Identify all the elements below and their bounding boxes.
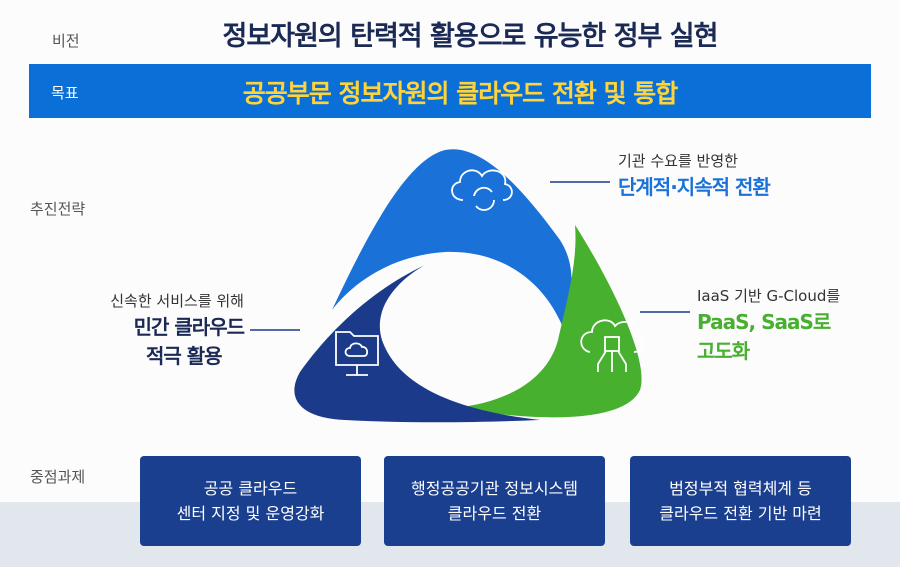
strategy-segment-navy xyxy=(294,265,540,423)
strategy-1-sub: 기관 수요를 반영한 xyxy=(618,152,738,170)
cloud-sync-icon xyxy=(451,169,513,211)
task-box-3: 범정부적 협력체계 등 클라우드 전환 기반 마련 xyxy=(630,456,851,546)
tasks-label: 중점과제 xyxy=(30,468,86,486)
strategy-label: 추진전략 xyxy=(30,200,86,218)
task-box-2: 행정공공기관 정보시스템 클라우드 전환 xyxy=(384,456,605,546)
strategy-3-main: 민간 클라우드 xyxy=(133,315,245,339)
task-3-line1: 범정부적 협력체계 등 xyxy=(669,479,812,498)
goal-label: 목표 xyxy=(51,84,79,102)
vision-label: 비전 xyxy=(52,32,80,50)
strategy-1-main: 단계적·지속적 전환 xyxy=(618,175,771,199)
folder-cloud-icon xyxy=(335,331,379,376)
strategy-callout-1: 기관 수요를 반영한 단계적·지속적 전환 xyxy=(618,150,771,200)
task-1-line1: 공공 클라우드 xyxy=(203,479,298,498)
task-3-line2: 클라우드 전환 기반 마련 xyxy=(659,504,822,523)
goal-text: 공공부문 정보자원의 클라우드 전환 및 통합 xyxy=(242,79,679,108)
task-1-line2: 센터 지정 및 운영강화 xyxy=(176,504,325,523)
strategy-3-sub: 신속한 서비스를 위해 xyxy=(110,292,244,310)
strategy-segment-blue xyxy=(332,149,572,325)
strategy-2-main: PaaS, SaaS로 xyxy=(697,310,831,334)
cloud-chip-icon xyxy=(580,319,644,372)
goal-bar: 목표 공공부문 정보자원의 클라우드 전환 및 통합 xyxy=(29,64,871,118)
strategy-2-main2: 고도화 xyxy=(697,339,750,363)
task-box-1: 공공 클라우드 센터 지정 및 운영강화 xyxy=(140,456,361,546)
strategy-3-main2: 적극 활용 xyxy=(146,344,223,368)
task-2-line2: 클라우드 전환 xyxy=(447,504,542,523)
strategy-2-sub: IaaS 기반 G-Cloud를 xyxy=(697,287,841,305)
strategy-callout-3: 신속한 서비스를 위해 민간 클라우드 적극 활용 xyxy=(60,290,245,369)
strategy-callout-2: IaaS 기반 G-Cloud를 PaaS, SaaS로 고도화 xyxy=(697,285,840,364)
vision-text: 정보자원의 탄력적 활용으로 유능한 정부 실현 xyxy=(222,21,719,52)
strategy-segment-green xyxy=(455,225,642,418)
task-2-line1: 행정공공기관 정보시스템 xyxy=(410,479,578,498)
